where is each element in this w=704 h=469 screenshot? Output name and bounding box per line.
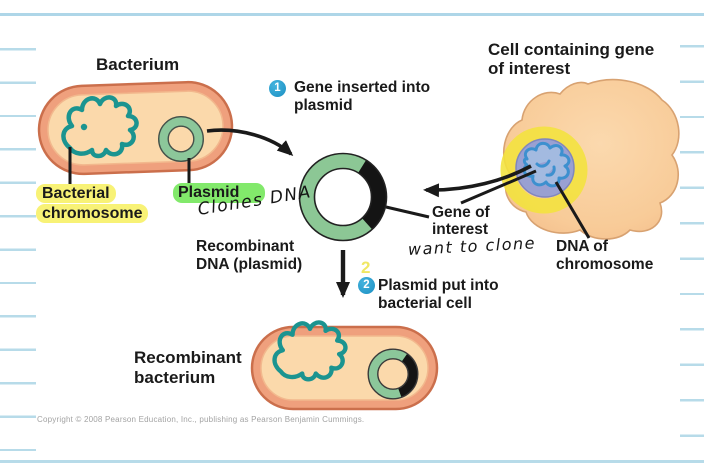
bacterial-chromosome-label: Bacterial chromosome: [36, 184, 158, 224]
step-2-number: 2: [363, 279, 370, 291]
bacterial-chromosome-squiggle: [61, 95, 139, 159]
plasmid-highlight: Plasmid: [173, 183, 266, 203]
gene-of-interest-label: Gene of interest: [432, 204, 490, 238]
chromosome-dot: [80, 123, 88, 131]
notebook-line-top: [0, 13, 704, 16]
step-2-text: Plasmid put into bacterial cell: [378, 277, 499, 312]
leader-line-gene-of-interest-to-plasmid: [385, 205, 430, 219]
plasmid-label: Plasmid: [173, 183, 266, 203]
arrow-gene-to-plasmid: [423, 164, 532, 198]
recombinant-bacterium-label: Recombinant bacterium: [134, 348, 242, 387]
leader-line-gene-of-interest-to-nucleus: [460, 169, 537, 205]
cell-containing-gene-label: Cell containing gene of interest: [488, 40, 655, 78]
step-1-badge: 1: [269, 80, 286, 97]
leader-line-dna-of-chromosome: [554, 181, 591, 239]
arrow-bacterium-to-plasmid: [206, 128, 294, 156]
step-1-number: 1: [274, 82, 281, 94]
recombinant-plasmid-in-cell: [367, 348, 419, 400]
dna-of-chromosome-label: DNA of chromosome: [556, 238, 654, 273]
recombinant-plasmid-ring: [298, 152, 388, 242]
copyright-text: Copyright © 2008 Pearson Education, Inc.…: [37, 415, 365, 424]
bacterium-label: Bacterium: [96, 55, 180, 74]
step-1-text: Gene inserted into plasmid: [294, 79, 431, 114]
step-2-highlighter-mark: 2: [361, 258, 371, 277]
notebook-lines-left: [0, 17, 36, 453]
yellow-highlighter-ring: [500, 126, 588, 214]
step-2-badge: 2: [358, 277, 375, 294]
plasmid-ring: [157, 115, 204, 162]
notebook-line-bottom: [0, 460, 704, 463]
gene-insert-arc: [357, 160, 387, 230]
nucleus-dna-squiggle: [522, 141, 571, 188]
notebook-lines-right: [680, 12, 704, 448]
recombinant-dna-label: Recombinant DNA (plasmid): [196, 238, 303, 273]
bacterial-chromosome-highlight: Bacterial chromosome: [36, 184, 149, 223]
